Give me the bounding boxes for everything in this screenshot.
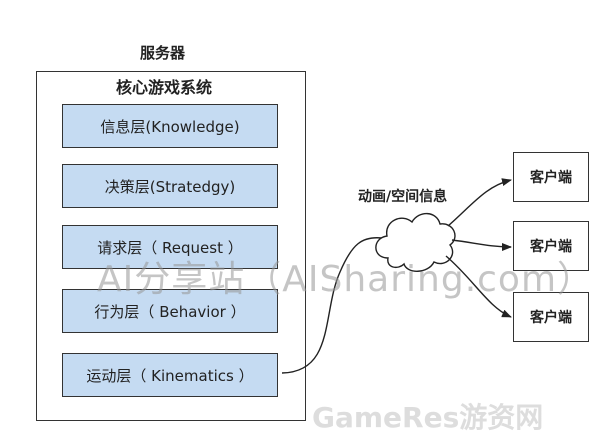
behavior-layer-label: 行为层（ Behavior ）	[94, 302, 246, 321]
behavior-layer-box: 行为层（ Behavior ）	[62, 289, 278, 333]
cloud-to-client-1-arrow	[447, 178, 512, 227]
watermark-aisharing: AI分享站（AISharing.com）	[97, 259, 595, 300]
strategy-layer-box: 决策层(Stratedgy)	[62, 164, 278, 208]
watermark-gameres: GameRes游资网	[312, 401, 544, 434]
knowledge-layer-label: 信息层(Knowledge)	[100, 117, 240, 136]
server-label: 服务器	[140, 44, 186, 62]
client-box-2: 客户端	[513, 221, 589, 271]
client-box-3: 客户端	[513, 292, 589, 342]
cloud-to-client-3-arrow	[445, 255, 512, 318]
transmission-label: 动画/空间信息	[358, 189, 448, 205]
kinematics-layer-box: 运动层（ Kinematics ）	[62, 353, 278, 397]
kinematics-to-cloud-connector	[281, 237, 383, 374]
kinematics-layer-label: 运动层（ Kinematics ）	[86, 366, 254, 385]
knowledge-layer-box: 信息层(Knowledge)	[62, 104, 278, 148]
client-label-3: 客户端	[530, 310, 572, 326]
client-box-1: 客户端	[513, 152, 589, 202]
network-cloud-icon	[375, 212, 456, 272]
request-layer-label: 请求层（ Request ）	[97, 238, 243, 257]
core-game-system-title: 核心游戏系统	[116, 78, 213, 97]
client-label-2: 客户端	[530, 239, 572, 255]
cloud-to-client-2-arrow	[451, 239, 512, 251]
strategy-layer-label: 决策层(Stratedgy)	[104, 177, 236, 196]
client-label-1: 客户端	[530, 170, 572, 186]
request-layer-box: 请求层（ Request ）	[62, 225, 278, 269]
